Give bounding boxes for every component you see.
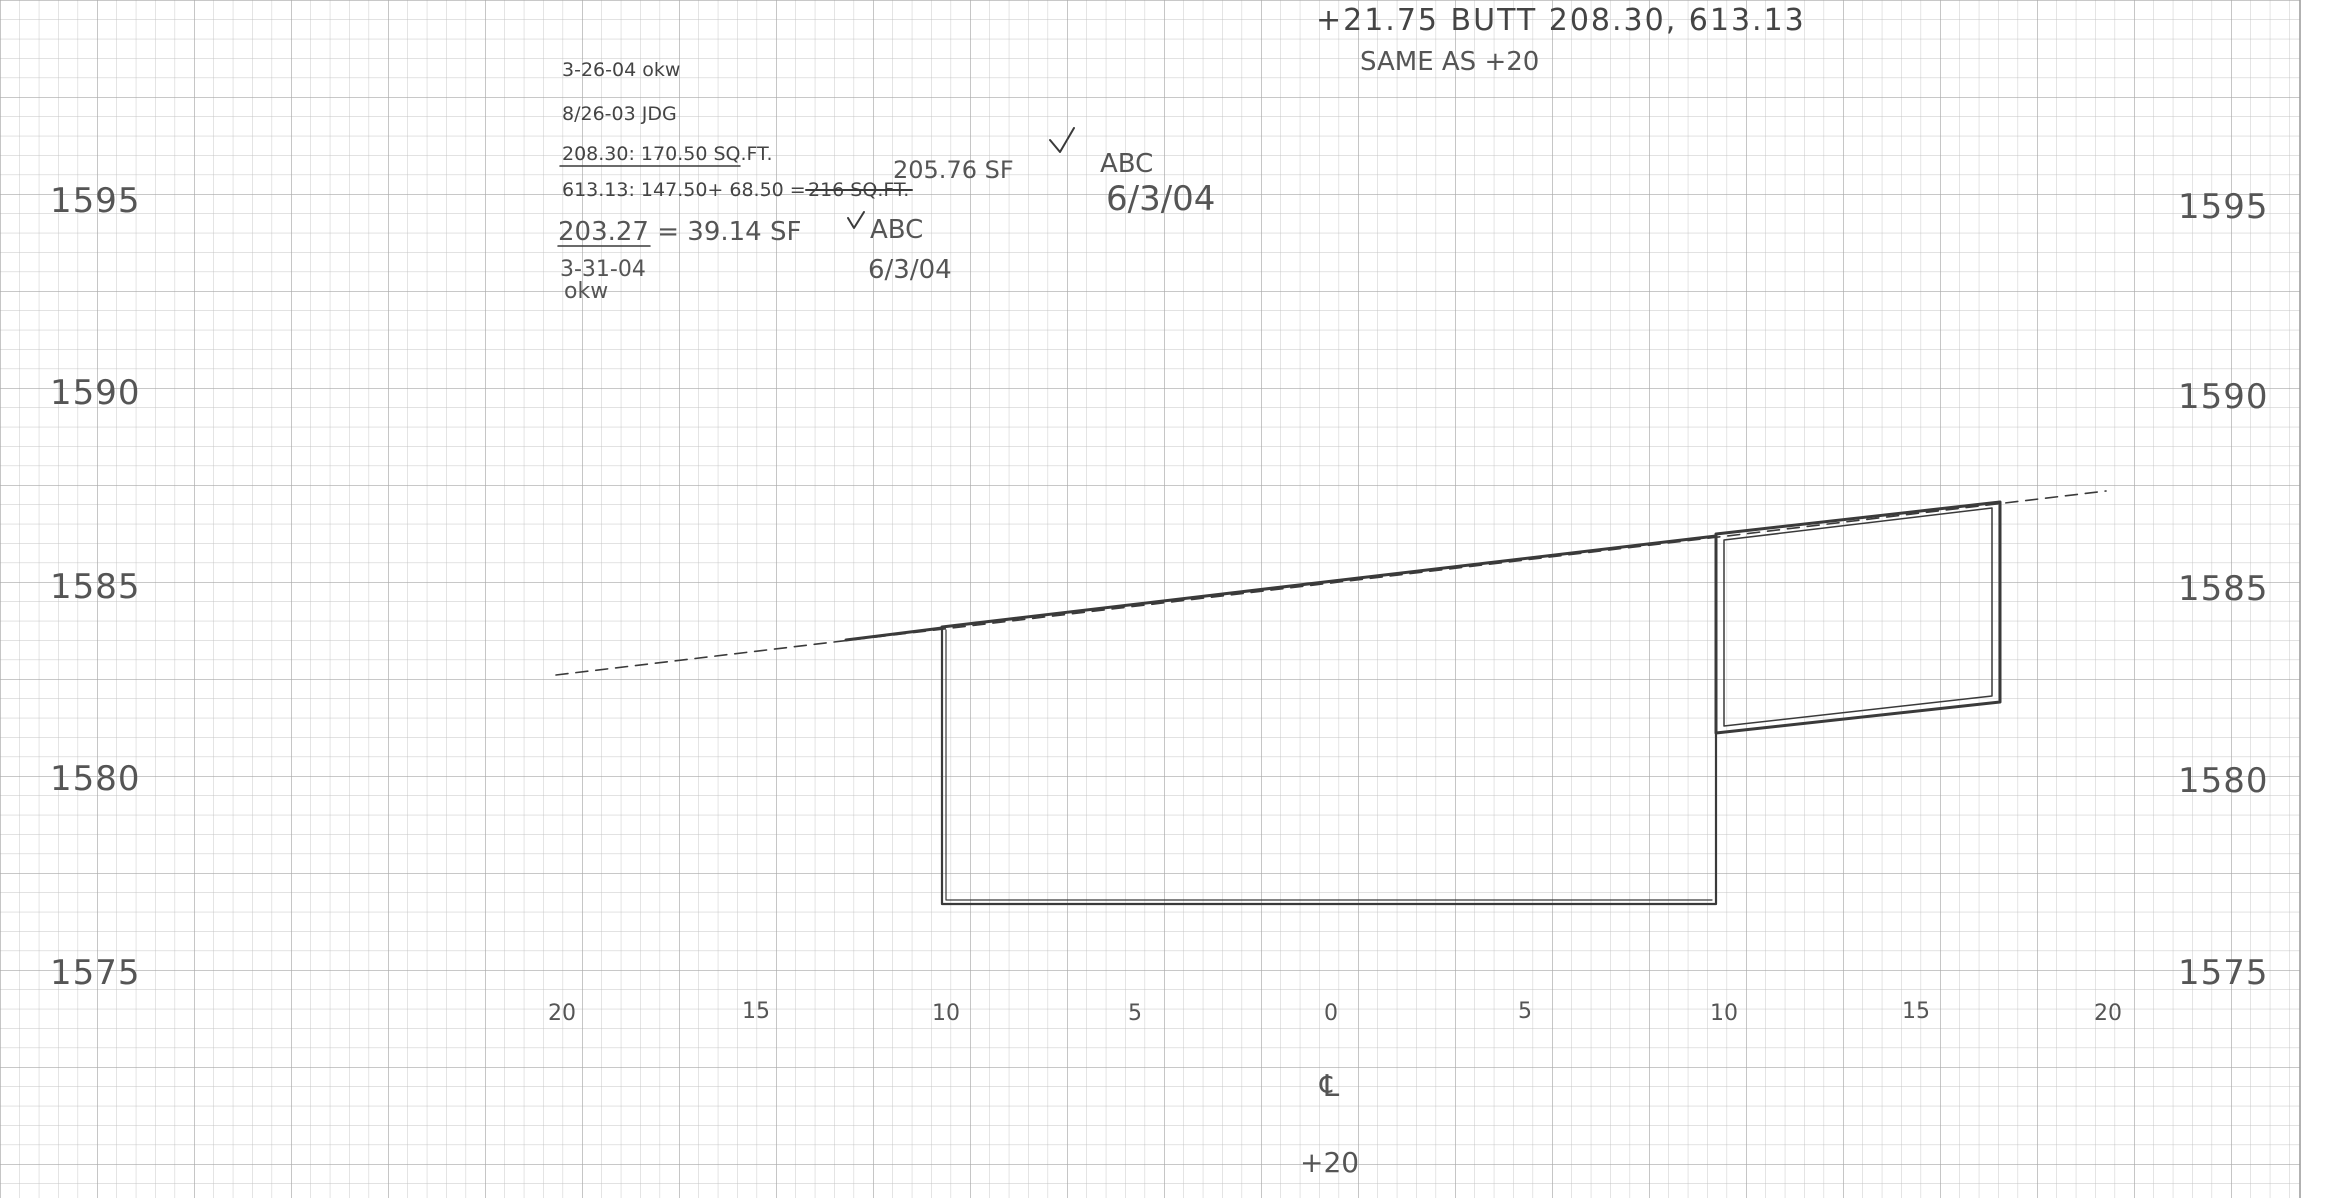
note-area-203: 203.27 = 39.14 SF: [558, 217, 801, 247]
note-date-3: 3-31-04: [560, 257, 646, 282]
area-613-13-inner-trace: [1723, 507, 1993, 727]
elevation-labels-left: 1595 1590 1585 1580 1575: [50, 181, 141, 993]
elevation-label-left: 1595: [50, 181, 141, 221]
offset-label: 15: [1902, 999, 1930, 1024]
graph-paper-grid: [0, 0, 2301, 1198]
approval-2-initials: ABC: [870, 215, 923, 245]
elevation-label-left: 1585: [50, 567, 141, 607]
centerline-symbol: ℄: [1319, 1069, 1339, 1104]
area-notes: 3-26-04 okw 8/26-03 JDG 208.30: 170.50 S…: [557, 59, 1215, 304]
elevation-label-left: 1575: [50, 953, 141, 993]
offset-label: 10: [932, 1001, 960, 1026]
checkmark-1: [1049, 127, 1075, 153]
offset-label: 5: [1518, 999, 1532, 1024]
offset-label: 15: [742, 999, 770, 1024]
note-area-613-prefix: 613.13: 147.50+ 68.50 =: [562, 179, 806, 201]
header-note: +21.75 BUTT 208.30, 613.13 SAME AS +20: [1316, 3, 1806, 77]
offset-label: 20: [548, 1001, 576, 1026]
checkmark-2: [847, 211, 865, 229]
header-note-line1: +21.75 BUTT 208.30, 613.13: [1316, 3, 1806, 38]
elevation-label-right: 1590: [2178, 377, 2269, 417]
approval-1-initials: ABC: [1100, 149, 1153, 179]
note-area-613-corrected: 205.76 SF: [893, 156, 1014, 184]
elevation-label-right: 1595: [2178, 187, 2269, 227]
area-613-13-outline: [1714, 500, 2002, 735]
elevation-label-right: 1575: [2178, 953, 2269, 993]
offset-label: 5: [1128, 1001, 1142, 1026]
elevation-label-right: 1580: [2178, 761, 2269, 801]
offset-label: 10: [1710, 1001, 1738, 1026]
elevation-label-left: 1580: [50, 759, 141, 799]
note-date-1: 3-26-04 okw: [562, 59, 680, 81]
offset-label: 20: [2094, 1001, 2122, 1026]
station-label: +20: [1300, 1146, 1359, 1179]
area-208-30-inner-trace: [945, 629, 1713, 901]
elevation-label-left: 1590: [50, 373, 141, 413]
approval-1-date: 6/3/04: [1106, 179, 1215, 219]
offset-labels: 20 15 10 5 0 5 10 15 20: [548, 999, 2122, 1026]
header-note-line2: SAME AS +20: [1360, 47, 1539, 77]
area-208-30-top-edge: [940, 534, 1718, 629]
approval-2-date: 6/3/04: [868, 255, 952, 285]
top-edge-extension: [844, 626, 944, 642]
offset-label: 0: [1324, 1001, 1338, 1026]
note-area-208: 208.30: 170.50 SQ.FT.: [562, 143, 772, 165]
excavation-area-613-13: [1714, 500, 2002, 735]
note-initials-3: okw: [564, 279, 608, 304]
existing-ground-line: [555, 490, 2107, 676]
elevation-label-right: 1585: [2178, 569, 2269, 609]
note-date-2: 8/26-03 JDG: [562, 103, 677, 125]
elevation-labels-right: 1595 1590 1585 1580 1575: [2178, 187, 2269, 993]
